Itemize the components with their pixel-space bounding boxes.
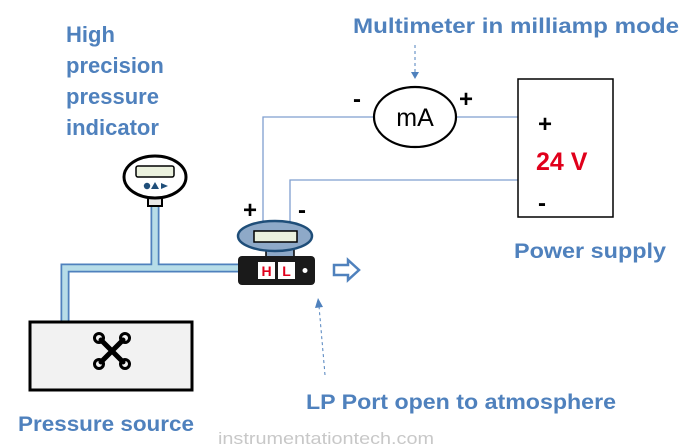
pressure-tubing	[60, 205, 238, 322]
wire-transmitter-minus-to-power-minus	[289, 179, 518, 227]
indicator-label-line-3: pressure	[66, 84, 159, 109]
power-voltage: 24 V	[536, 148, 588, 176]
tube-fill	[62, 205, 238, 322]
indicator-label-line-2: precision	[66, 53, 164, 78]
power-supply-label: Power supply	[514, 240, 666, 263]
vent-arrow-icon	[332, 257, 361, 283]
multimeter-plus-sign: +	[459, 86, 473, 113]
lp-port-label: L	[282, 263, 291, 279]
lp-port-pointer	[318, 305, 326, 376]
watermark: instrumentationtech.com	[218, 429, 434, 447]
hp-port-label: H	[261, 263, 271, 279]
pressure-source-label: Pressure source	[18, 413, 194, 436]
multimeter: mA - +	[353, 85, 473, 149]
transmitter-display	[253, 230, 298, 243]
wiring	[262, 116, 518, 227]
multimeter-minus-sign: -	[353, 86, 361, 113]
power-minus-sign: -	[538, 190, 546, 217]
power-supply: + 24 V -	[517, 78, 614, 218]
power-supply-box	[517, 78, 614, 218]
gauge-button-left	[143, 182, 151, 190]
indicator-label-line-1: High	[66, 22, 115, 47]
indicator-label-line-4: indicator	[66, 115, 159, 140]
valve-icon	[93, 332, 131, 370]
multimeter-pointer-head	[411, 72, 419, 79]
wire-transmitter-plus-to-multimeter	[262, 116, 375, 227]
pressure-indicator-gauge	[122, 154, 188, 207]
gauge-display	[135, 165, 175, 178]
hp-port-box	[258, 262, 275, 279]
pressure-transmitter: H L	[236, 219, 361, 285]
gauge-button-right	[161, 183, 168, 189]
power-plus-sign: +	[538, 111, 552, 138]
transmitter-body	[238, 256, 315, 285]
transmitter-minus-sign: -	[298, 197, 306, 224]
pressure-source-box	[28, 320, 194, 392]
transmitter-plus-sign: +	[243, 197, 257, 224]
lp-port-pointer-head	[315, 298, 323, 308]
multimeter-body	[372, 85, 458, 149]
lp-port-vent	[302, 268, 308, 273]
tube-outline	[60, 205, 238, 322]
lp-port-box	[278, 262, 295, 279]
pointer-arrows	[315, 45, 419, 376]
indicator-label: High precision pressure indicator	[66, 22, 164, 140]
lp-port-label-text: LP Port open to atmosphere	[306, 391, 616, 414]
multimeter-label: Multimeter in milliamp mode	[353, 15, 679, 38]
gauge-button-up	[151, 182, 159, 189]
multimeter-unit: mA	[396, 104, 434, 132]
pressure-source	[28, 320, 194, 392]
